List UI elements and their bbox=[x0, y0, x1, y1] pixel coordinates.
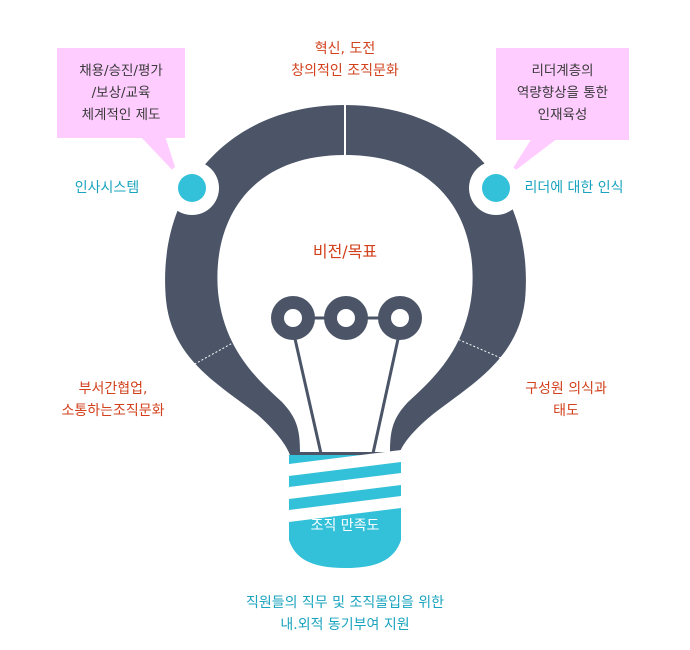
filament-ring-middle bbox=[324, 296, 368, 340]
filament-wire-left bbox=[291, 329, 324, 459]
left-node bbox=[165, 161, 219, 215]
base-label: 조직 만족도 bbox=[310, 518, 380, 534]
base-stripe-3 bbox=[289, 496, 401, 522]
base-stripe-1 bbox=[289, 450, 401, 476]
center-label: 비전/목표 bbox=[312, 242, 378, 261]
filament-ring-left bbox=[271, 296, 315, 340]
right-node bbox=[469, 161, 523, 215]
base-stripe-2 bbox=[289, 473, 401, 499]
right-callout-box bbox=[496, 48, 629, 176]
filament-ring-right bbox=[378, 296, 422, 340]
filament-wire-right bbox=[370, 329, 402, 459]
lower-left-label: 부서간협업,소통하는조직문화 bbox=[61, 381, 165, 419]
left-callout-box bbox=[57, 48, 185, 176]
right-node-label: 리더에 대한 인식 bbox=[524, 180, 624, 196]
left-node-label: 인사시스템 bbox=[74, 180, 140, 196]
